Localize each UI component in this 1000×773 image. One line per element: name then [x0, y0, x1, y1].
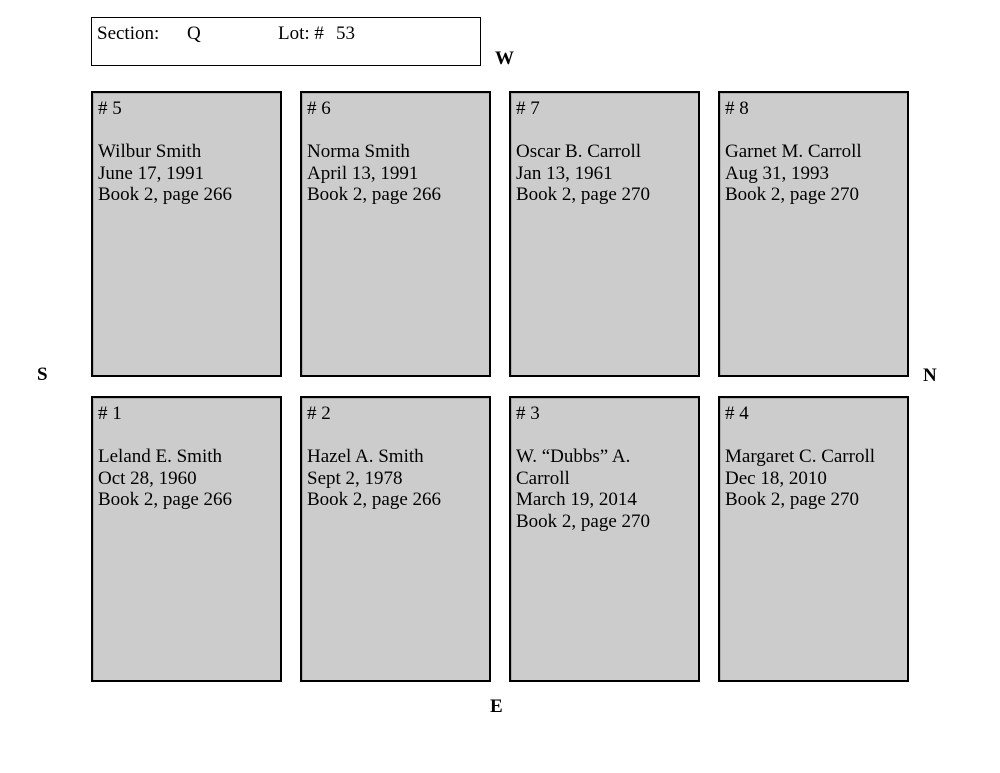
plot-name: Hazel A. Smith	[307, 446, 424, 467]
plot-date: Sept 2, 1978	[307, 467, 403, 489]
plot-book: Book 2, page 270	[516, 184, 651, 205]
plot-number: # 1	[98, 403, 122, 424]
plot-date: April 13, 1991	[307, 162, 419, 184]
plot-2: # 2 Hazel A. Smith Sept 2, 1978 Book 2, …	[300, 396, 491, 682]
plot-book: Book 2, page 266	[307, 184, 442, 205]
plot-book: Book 2, page 270	[725, 489, 860, 510]
plot-date: Dec 18, 2010	[725, 467, 827, 489]
plot-8: # 8 Garnet M. Carroll Aug 31, 1993 Book …	[718, 91, 909, 377]
plot-date: June 17, 1991	[98, 162, 205, 184]
plot-date: March 19, 2014	[516, 489, 637, 510]
plot-date: Jan 13, 1961	[516, 162, 613, 184]
plot-number: # 7	[516, 98, 540, 119]
plot-name: W. “Dubbs” A. Carroll	[516, 446, 631, 489]
plot-5: # 5 Wilbur Smith June 17, 1991 Book 2, p…	[91, 91, 282, 377]
plot-3: # 3 W. “Dubbs” A. Carroll March 19, 2014…	[509, 396, 700, 682]
plot-1: # 1 Leland E. Smith Oct 28, 1960 Book 2,…	[91, 396, 282, 682]
plot-number: # 2	[307, 403, 331, 424]
plot-book: Book 2, page 266	[307, 489, 442, 510]
plot-book: Book 2, page 266	[98, 489, 233, 510]
compass-west: W	[495, 48, 514, 69]
plot-number: # 4	[725, 403, 749, 424]
section-lot-header: Section: Q Lot: # 53	[91, 17, 481, 66]
lot-label: Lot: #	[278, 23, 324, 44]
plot-6: # 6 Norma Smith April 13, 1991 Book 2, p…	[300, 91, 491, 377]
plot-number: # 8	[725, 98, 749, 119]
compass-south: S	[37, 364, 48, 385]
plot-book: Book 2, page 270	[516, 510, 651, 532]
plot-number: # 6	[307, 98, 331, 119]
plot-name: Wilbur Smith	[98, 141, 202, 162]
plot-number: # 5	[98, 98, 122, 119]
section-value: Q	[187, 23, 201, 44]
plot-name: Norma Smith	[307, 141, 410, 162]
plot-book: Book 2, page 266	[98, 184, 233, 205]
plot-7: # 7 Oscar B. Carroll Jan 13, 1961 Book 2…	[509, 91, 700, 377]
compass-east: E	[490, 696, 503, 717]
section-label: Section:	[97, 23, 160, 44]
plot-name: Oscar B. Carroll	[516, 141, 642, 162]
plot-date: Aug 31, 1993	[725, 162, 829, 184]
plot-name: Garnet M. Carroll	[725, 141, 862, 162]
plot-book: Book 2, page 270	[725, 184, 860, 205]
plot-name: Margaret C. Carroll	[725, 446, 876, 467]
plot-name: Leland E. Smith	[98, 446, 223, 467]
compass-north: N	[923, 365, 937, 386]
plot-4: # 4 Margaret C. Carroll Dec 18, 2010 Boo…	[718, 396, 909, 682]
plot-number: # 3	[516, 403, 540, 424]
plot-date: Oct 28, 1960	[98, 467, 197, 489]
lot-value: 53	[336, 23, 355, 44]
